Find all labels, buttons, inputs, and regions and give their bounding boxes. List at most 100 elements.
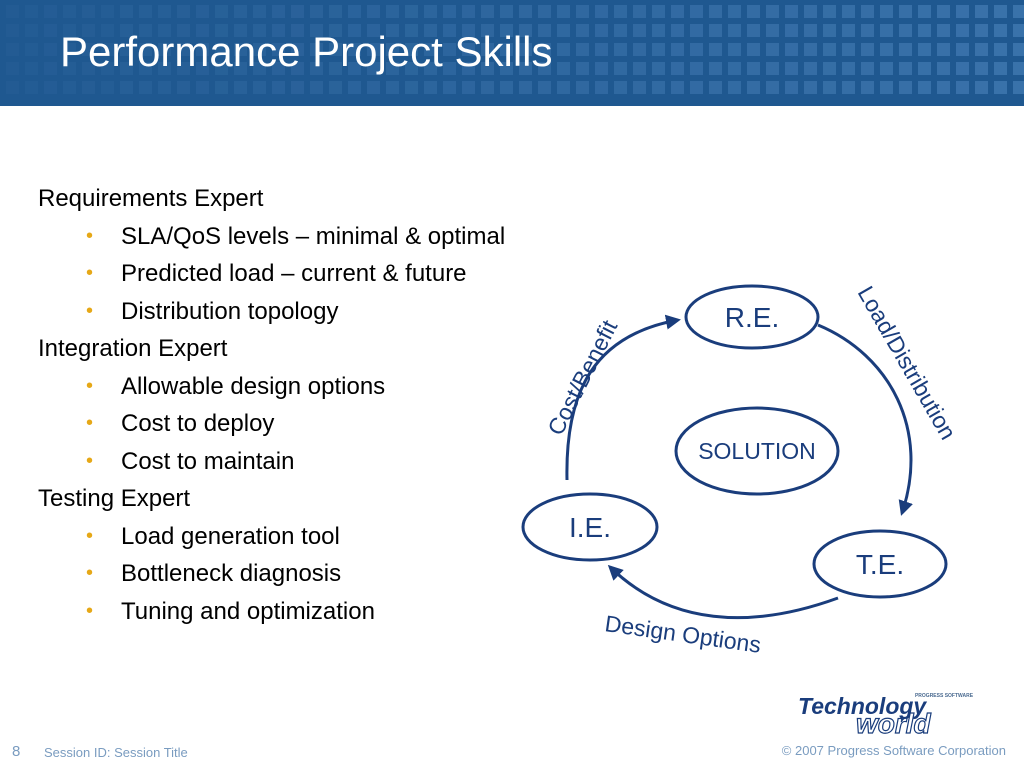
header-tile	[766, 5, 779, 18]
header-tile	[937, 81, 950, 94]
header-tile	[234, 43, 247, 56]
header-tile	[310, 24, 323, 37]
header-tile	[101, 43, 114, 56]
bullet-text: Allowable design options	[121, 372, 386, 400]
header-tile	[652, 62, 665, 75]
header-tile	[595, 81, 608, 94]
arrow-te-to-ie	[607, 564, 839, 620]
header-tile	[823, 81, 836, 94]
header-tile	[196, 81, 209, 94]
header-tile	[63, 81, 76, 94]
header-tile	[481, 5, 494, 18]
bullet-item: •Load generation tool	[38, 518, 598, 556]
header-tile	[177, 81, 190, 94]
header-tile	[709, 81, 722, 94]
header-tile	[443, 5, 456, 18]
header-tile	[576, 43, 589, 56]
header-tile	[44, 24, 57, 37]
header-tile	[405, 5, 418, 18]
node-re: R.E.	[684, 284, 820, 350]
header-tile	[386, 81, 399, 94]
bullet-text: SLA/QoS levels – minimal & optimal	[121, 222, 506, 250]
header-tile	[177, 24, 190, 37]
edge-label-load-distribution: Load/Distribution	[853, 282, 962, 444]
header-tile	[823, 43, 836, 56]
page-number: 8	[12, 743, 21, 760]
section-testing: Testing Expert •Load generation tool •Bo…	[38, 480, 598, 630]
header-tile	[956, 62, 969, 75]
header-tile	[614, 24, 627, 37]
header-tile	[728, 62, 741, 75]
header-tile	[804, 24, 817, 37]
header-tile	[120, 81, 133, 94]
section-heading: Testing Expert	[38, 485, 191, 512]
header-tile	[405, 24, 418, 37]
section-heading: Requirements Expert	[38, 185, 264, 212]
header-tile	[82, 81, 95, 94]
header-tile	[842, 81, 855, 94]
header-tile	[481, 24, 494, 37]
header-tile	[272, 5, 285, 18]
header-tile	[956, 81, 969, 94]
header-tile	[386, 43, 399, 56]
header-tile	[975, 5, 988, 18]
header-tile	[709, 43, 722, 56]
header-tile	[595, 62, 608, 75]
header-tile	[709, 24, 722, 37]
header-tile	[101, 5, 114, 18]
header-tile	[690, 81, 703, 94]
header-tile	[1013, 43, 1024, 56]
header-tile	[519, 24, 532, 37]
header-tile	[557, 62, 570, 75]
bullet-icon: •	[86, 224, 94, 247]
header-tile	[405, 81, 418, 94]
header-tile	[291, 5, 304, 18]
header-tile	[785, 43, 798, 56]
node-ie: I.E.	[521, 492, 659, 562]
bullet-icon: •	[86, 524, 94, 547]
header-tile	[766, 81, 779, 94]
header-tile	[880, 24, 893, 37]
header-tile	[690, 62, 703, 75]
edge-label-cost-benefit: Cost/Benefit	[542, 315, 622, 439]
header-tile	[25, 62, 38, 75]
header-tile	[424, 62, 437, 75]
header-tile	[500, 5, 513, 18]
header-tile	[804, 5, 817, 18]
header-tile	[994, 81, 1007, 94]
header-tile	[462, 43, 475, 56]
header-tile	[671, 43, 684, 56]
header-tile	[462, 24, 475, 37]
bullet-item: •Cost to deploy	[38, 405, 598, 443]
header-tile	[253, 5, 266, 18]
header-tile	[652, 43, 665, 56]
header-tile	[253, 81, 266, 94]
header-tile	[44, 81, 57, 94]
header-tile	[462, 5, 475, 18]
header-tile	[367, 24, 380, 37]
header-tile	[6, 62, 19, 75]
section-requirements: Requirements Expert • SLA/QoS levels – mi…	[38, 180, 598, 330]
header-tile	[671, 62, 684, 75]
header-tile	[25, 5, 38, 18]
copyright: © 2007 Progress Software Corporation	[781, 743, 1006, 758]
header-tile	[158, 24, 171, 37]
header-tile	[557, 5, 570, 18]
header-tile	[975, 62, 988, 75]
bullet-item: •Bottleneck diagnosis	[38, 555, 598, 593]
header-tile	[557, 43, 570, 56]
header-tile	[82, 62, 95, 75]
header-tile	[709, 62, 722, 75]
header-tile	[918, 5, 931, 18]
header-tile	[671, 81, 684, 94]
header-tile	[82, 43, 95, 56]
header-tile	[785, 24, 798, 37]
header-tile	[234, 5, 247, 18]
header-tile	[177, 43, 190, 56]
logo-tagline: PROGRESS SOFTWARE	[915, 693, 974, 699]
header-tile	[367, 62, 380, 75]
header-tile	[557, 81, 570, 94]
header-tile	[158, 62, 171, 75]
header-tile	[918, 81, 931, 94]
header-tile	[272, 62, 285, 75]
